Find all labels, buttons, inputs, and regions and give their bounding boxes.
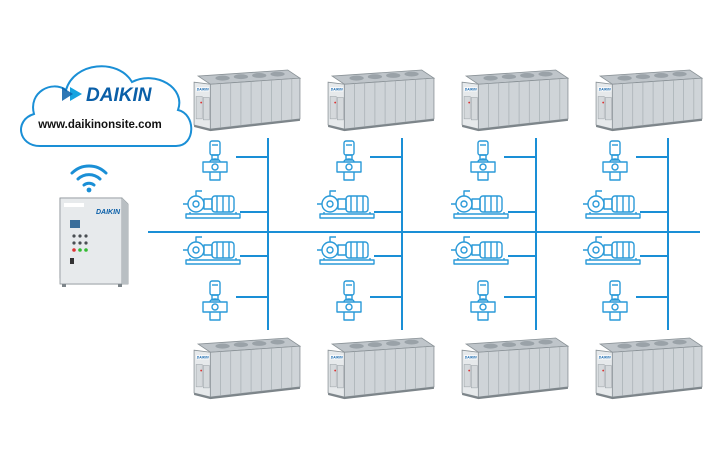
daikin-logo-mark <box>70 87 82 101</box>
valve-icon-bottom-1 <box>202 280 228 321</box>
valve-icon-bottom-4 <box>602 280 628 321</box>
pump-icon-lower-2 <box>316 236 375 265</box>
chiller-top-2 <box>327 69 435 132</box>
panel-brand-text: DAIKIN <box>96 209 121 216</box>
cloud-url-text: www.daikinonsite.com <box>37 119 162 131</box>
chiller-bottom-3 <box>461 337 569 400</box>
chiller-top-3 <box>461 69 569 132</box>
wifi-icon <box>70 164 108 193</box>
pump-icon-upper-2 <box>316 190 375 219</box>
pump-icon-upper-3 <box>450 190 509 219</box>
chiller-top-4 <box>595 69 703 132</box>
panel-screen <box>70 220 80 228</box>
pump-icon-lower-1 <box>182 236 241 265</box>
pump-icon-lower-4 <box>582 236 641 265</box>
valve-icon-top-2 <box>336 140 362 181</box>
chiller-bottom-1 <box>193 337 301 400</box>
chiller-bottom-4 <box>595 337 703 400</box>
valve-icon-bottom-2 <box>336 280 362 321</box>
pump-icon-lower-3 <box>450 236 509 265</box>
pipe-network <box>148 138 700 330</box>
chiller-top-1 <box>193 69 301 132</box>
valve-icon-bottom-3 <box>470 280 496 321</box>
valve-icon-top-4 <box>602 140 628 181</box>
chiller-bottom-2 <box>327 337 435 400</box>
pump-icon-upper-1 <box>182 190 241 219</box>
cloud-brand-text: DAIKIN <box>86 85 153 106</box>
cloud-badge: DAIKIN www.daikinonsite.com <box>20 65 193 147</box>
valve-icon-top-1 <box>202 140 228 181</box>
valve-icon-top-3 <box>470 140 496 181</box>
pump-icon-upper-4 <box>582 190 641 219</box>
control-panel: DAIKIN <box>59 197 129 287</box>
cloud-shape <box>20 65 193 147</box>
